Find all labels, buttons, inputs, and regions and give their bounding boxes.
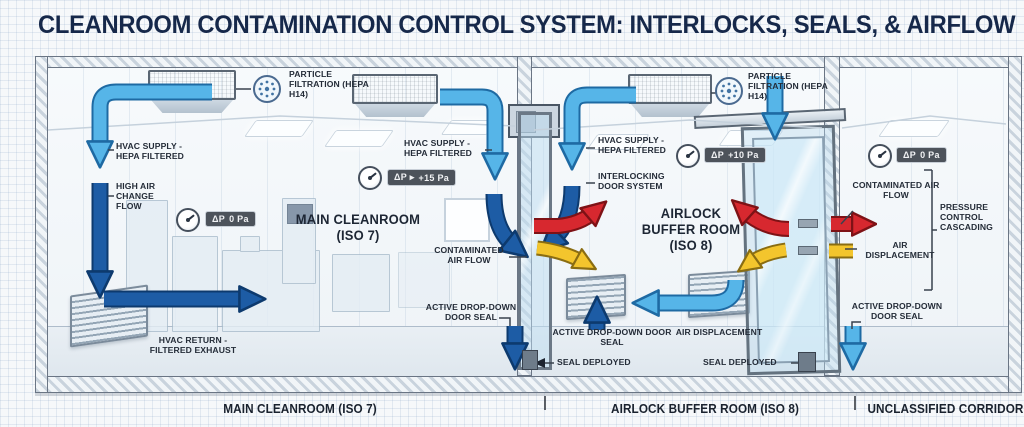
- pressure-cascading-label: PRESSURE CONTROL CASCADING: [940, 202, 993, 232]
- hvac-diffuser-unit: [628, 74, 712, 117]
- active-door-seal-label: ACTIVE DROP-DOWN DOOR SEAL: [425, 302, 517, 322]
- footer-zone-corridor: UNCLASSIFIED CORRIDOR: [867, 402, 1024, 416]
- air-displacement-label: AIR DISPLACEMENT: [865, 240, 935, 260]
- supply-air-arrow: [100, 83, 212, 150]
- particle-filtration-icon: [715, 77, 743, 105]
- pressure-gauge-icon: [868, 144, 892, 168]
- interlocking-door-label: INTERLOCKING DOOR SYSTEM: [598, 171, 665, 191]
- displacement-air-arrow: [750, 242, 788, 263]
- air-displacement-label: AIR DISPLACEMENT: [675, 327, 763, 337]
- contaminated-air-arrow: [534, 212, 594, 234]
- page-title: CLEANROOM CONTAMINATION CONTROL SYSTEM: …: [38, 11, 1016, 39]
- wall-cut-left: [35, 56, 48, 393]
- active-door-seal-label: ACTIVE DROP-DOWN DOOR SEAL: [552, 327, 672, 347]
- connector-lines: [108, 88, 937, 410]
- hvac-supply-label: HVAC SUPPLY - HEPA FILTERED: [116, 141, 184, 161]
- contaminated-air-label: CONTAMINATED AIR FLOW: [434, 245, 504, 265]
- pressure-gauge-icon: [676, 144, 700, 168]
- footer-zone-main: MAIN CLEANROOM (ISO 7): [223, 402, 377, 416]
- pressure-gauge-icon: [176, 208, 200, 232]
- hvac-return-label: HVAC RETURN - FILTERED EXHAUST: [149, 335, 237, 355]
- contaminated-air-label: CONTAMINATED AIR FLOW: [852, 180, 940, 200]
- high-air-change-label: HIGH AIR CHANGE FLOW: [116, 181, 156, 211]
- dp-badge-airlock: ΔP+10 Pa: [704, 147, 766, 163]
- displacement-air-arrow: [536, 240, 583, 262]
- door-seal-block: [798, 352, 816, 372]
- wall-window: [444, 198, 490, 242]
- seal-deployed-label: SEAL DEPLOYED: [557, 357, 631, 367]
- hvac-supply-door-label: HVAC SUPPLY - HEPA FILTERED: [404, 138, 472, 158]
- particle-filtration-label: PARTICLE FILTRATION (HEPA H14): [289, 69, 369, 99]
- footer-zone-airlock: AIRLOCK BUFFER ROOM (ISO 8): [611, 402, 799, 416]
- dp-badge-door: ΔP ▸+15 Pa: [387, 169, 457, 186]
- pressure-gauge-icon: [358, 166, 382, 190]
- supply-curve-arrow: [485, 193, 514, 246]
- hvac-supply-label: HVAC SUPPLY - HEPA FILTERED: [598, 135, 666, 155]
- particle-filtration-label: PARTICLE FILTRATION (HEPA H14): [748, 71, 828, 101]
- door-seal-block: [522, 350, 538, 370]
- room-title-airlock: AIRLOCK BUFFER ROOM (ISO 8): [641, 206, 741, 253]
- seal-deployed-label: SEAL DEPLOYED: [703, 357, 777, 367]
- room-title-main: MAIN CLEANROOM (ISO 7): [295, 212, 421, 243]
- air-displacement-arrow: [650, 279, 745, 303]
- seal-pointer-left: [534, 358, 545, 368]
- active-door-seal-label: ACTIVE DROP-DOWN DOOR SEAL: [851, 301, 943, 321]
- hvac-diffuser-unit: [352, 74, 438, 117]
- contaminated-air-arrow: [744, 211, 790, 237]
- wall-cut-right: [1008, 56, 1022, 393]
- supply-air-arrow: [572, 86, 636, 152]
- door-handle: [798, 219, 818, 228]
- particle-filtration-icon: [253, 75, 281, 103]
- door-handle: [798, 246, 818, 255]
- supply-air-arrow: [440, 88, 495, 162]
